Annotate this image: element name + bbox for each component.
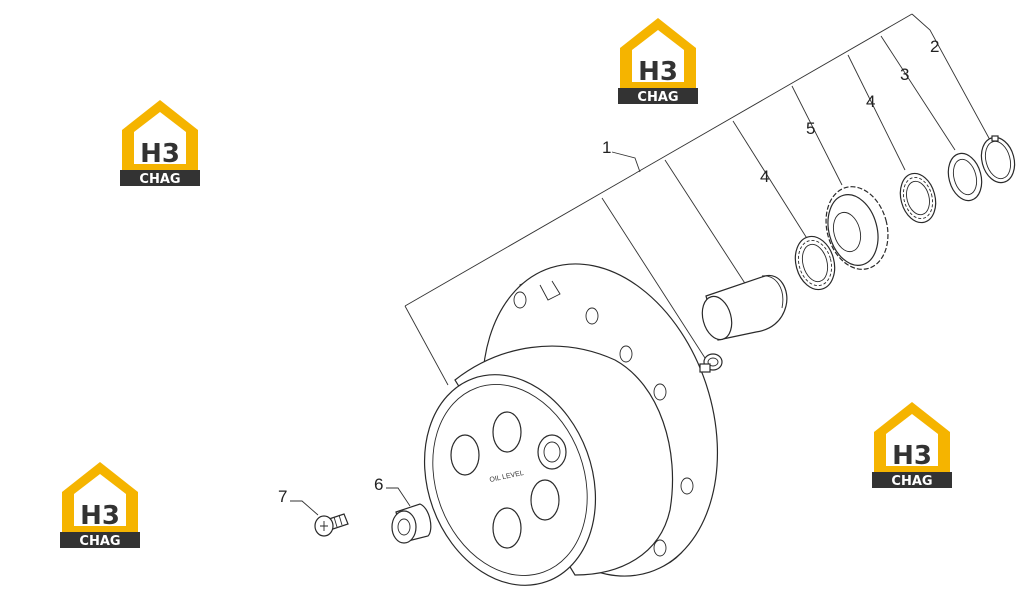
locating-pin [699,353,723,373]
callout-4-right: 4 [866,92,875,111]
logo-top-text: H3 [638,57,678,87]
drain-plug [391,503,432,544]
hub-housing: OIL LEVEL [423,263,719,586]
logo-bottom-text: CHAG [139,172,180,187]
callout-7: 7 [278,487,287,506]
logo-bottom-text: CHAG [79,534,120,549]
brand-logo-center-top: H3 CHAG [618,18,698,105]
needle-bearing-right [899,172,937,224]
logo-top-text: H3 [140,139,180,169]
logo-top-text: H3 [80,501,120,531]
leader-lines [290,13,991,516]
logo-top-text: H3 [892,441,932,471]
flat-head-bolt [314,513,349,537]
callout-labels: 1 2 3 4 4 5 6 7 [278,37,939,506]
callout-6: 6 [374,475,383,494]
brand-logo-right: H3 CHAG [872,402,952,489]
callout-5: 5 [806,119,815,138]
brand-logo-left-top: H3 CHAG [120,100,200,187]
logo-bottom-text: CHAG [891,474,932,489]
thrust-washer [947,152,983,202]
snap-ring [980,135,1016,184]
brand-logo-left-bottom: H3 CHAG [60,462,140,549]
needle-bearing-left [794,235,836,291]
callout-2: 2 [930,37,939,56]
planet-gear [825,186,889,270]
callout-1: 1 [602,138,611,157]
callout-3: 3 [900,65,909,84]
planet-pin-shaft [701,274,788,341]
logo-bottom-text: CHAG [637,90,678,105]
callout-4-left: 4 [760,167,769,186]
